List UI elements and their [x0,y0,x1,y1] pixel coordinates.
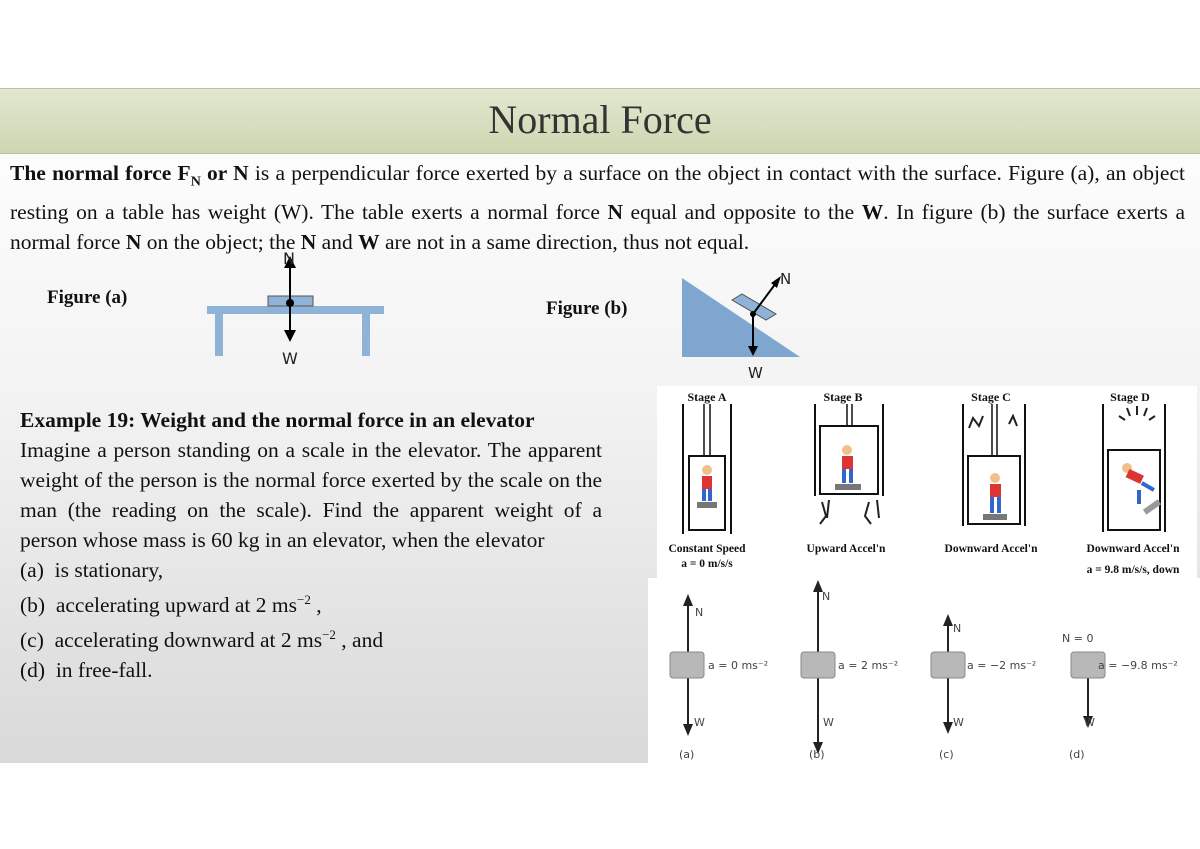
figure-a-label: Figure (a) [47,287,128,308]
fbd-a-n: N [695,606,704,619]
stage-a-elevator [682,404,732,534]
fbd-d-accel: a = −9.8 ms⁻² [1098,659,1178,672]
table-top [207,306,384,314]
title-bar [0,88,1200,154]
fbd-c-caption: (c) [939,748,954,761]
intro-paragraph: The normal force FN or N is a perpendicu… [10,161,1185,255]
normal-force-label-b: N [780,270,791,288]
fbd-d-w: W [1084,716,1095,729]
fbd-d [1070,651,1106,728]
fbd-a-caption: (a) [679,748,695,761]
stage-b-title: Stage B [823,390,863,404]
example-items: (a) is stationary, (b) accelerating upwa… [20,555,602,685]
incline [682,278,800,357]
stage-a-accel: a = 0 m/s/s [681,558,733,570]
fbd-b-caption: (b) [809,748,825,761]
stage-b-caption: Upward Accel'n [806,543,886,555]
stage-d-elevator [1102,404,1166,532]
fbd-a-w: W [694,716,705,729]
example-item-d: (d) in free-fall. [20,658,153,683]
fbd-c [930,614,966,734]
stage-d-title: Stage D [1110,390,1150,404]
free-body-diagrams-panel [648,578,1200,763]
example-item-a: (a) is stationary, [20,558,164,582]
normal-force-label-a: N [283,249,295,268]
fbd-b-accel: a = 2 ms⁻² [838,659,899,672]
stage-d-accel: a = 9.8 m/s/s, down [1086,564,1180,576]
stage-a-title: Stage A [687,390,727,404]
stage-c-elevator [962,404,1026,526]
weight-label-a: W [282,349,298,368]
fbd-d-n: N = 0 [1062,632,1094,645]
fbd-b-w: W [823,716,834,729]
example-item-c: (c) accelerating downward at 2 ms−2 , an… [20,627,384,653]
table-leg-left [215,314,223,356]
fbd-c-n: N [953,622,962,635]
fbd-b-n: N [822,590,831,603]
fbd-c-accel: a = −2 ms⁻² [967,659,1037,672]
elevator-illustrations [682,404,1166,534]
figure-b-diagram: N W [682,270,800,382]
figure-a-diagram: N W [207,249,384,368]
stage-a-caption: Constant Speed [668,543,746,555]
fbd-b [800,580,836,754]
table-leg-right [362,314,370,356]
fbd-a-accel: a = 0 ms⁻² [708,659,769,672]
figure-b-label: Figure (b) [546,298,628,319]
stage-d-caption: Downward Accel'n [1086,543,1180,555]
weight-label-b: W [748,364,763,382]
fbd-a [669,594,705,736]
example-title: Example 19: Weight and the normal force … [20,408,535,432]
example-19: Example 19: Weight and the normal force … [20,405,602,685]
stage-c-title: Stage C [971,390,1011,404]
example-item-b: (b) accelerating upward at 2 ms−2 , [20,592,322,618]
fbd-c-w: W [953,716,964,729]
stage-c-caption: Downward Accel'n [944,543,1038,555]
page-title: Normal Force [488,97,712,142]
free-body-diagrams [669,580,1106,754]
fbd-d-caption: (d) [1069,748,1085,761]
example-body: Imagine a person standing on a scale in … [20,438,602,552]
stage-b-elevator [814,404,884,525]
